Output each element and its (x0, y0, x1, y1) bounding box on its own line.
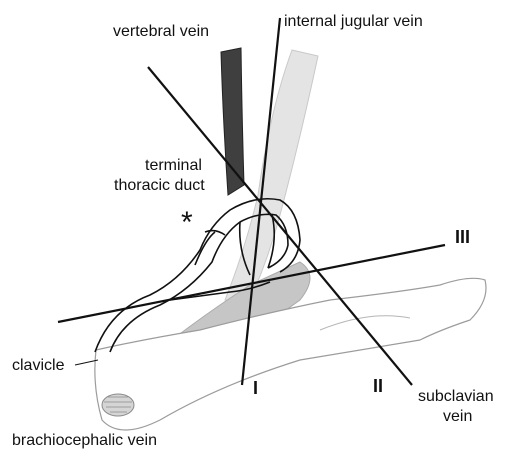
label-clavicle: clavicle (12, 356, 64, 375)
label-line-II: II (373, 376, 383, 396)
label-vertebral-vein: vertebral vein (113, 22, 209, 41)
label-line-III: III (455, 227, 470, 247)
label-thoracic-duct: thoracic duct (114, 176, 205, 195)
label-subclavian: subclavian (418, 387, 494, 406)
label-subclavian-vein: vein (443, 407, 472, 426)
label-line-I: I (253, 378, 258, 398)
label-internal-jugular-vein: internal jugular vein (284, 12, 423, 31)
label-terminal: terminal (145, 156, 202, 175)
vertebral-vein-shape (221, 48, 244, 195)
asterisk-marker: * (181, 208, 193, 238)
label-brachiocephalic-vein: brachiocephalic vein (12, 431, 157, 450)
